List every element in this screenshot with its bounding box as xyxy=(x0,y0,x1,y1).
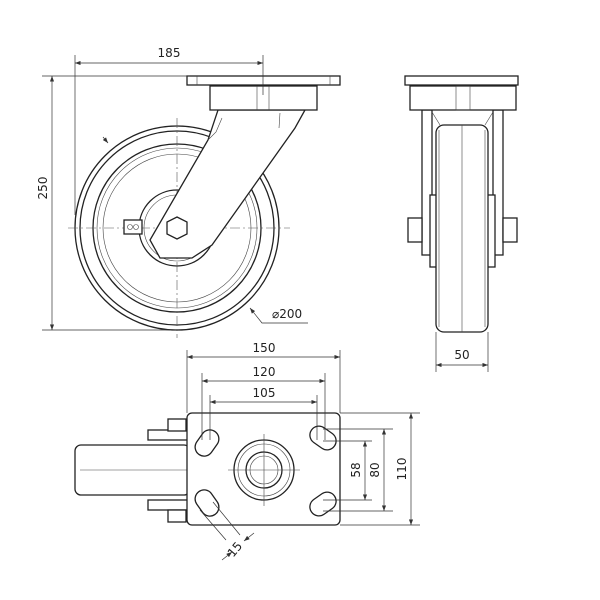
dim-105: 105 xyxy=(253,386,276,400)
dim-diameter-200: ⌀200 xyxy=(272,307,302,321)
axle-nut-right-icon xyxy=(502,217,518,243)
mounting-plate xyxy=(186,412,341,526)
dim-15: 15 xyxy=(225,539,246,560)
swivel-head xyxy=(209,85,318,111)
dim-110: 110 xyxy=(395,458,409,481)
dim-58: 58 xyxy=(349,462,363,477)
dim-250: 250 xyxy=(36,177,50,200)
swivel-fork xyxy=(149,109,307,259)
dim-150: 150 xyxy=(253,341,276,355)
dim-120: 120 xyxy=(253,365,276,379)
axle-nut-left-icon xyxy=(407,217,423,243)
dim-185: 185 xyxy=(158,46,181,60)
front-view: 185 250 ⌀200 xyxy=(36,46,341,338)
side-view: 50 xyxy=(404,75,519,372)
bolt-top-icon xyxy=(167,418,187,432)
dim-50: 50 xyxy=(454,348,469,362)
bolt-bottom-icon xyxy=(167,509,187,523)
axle-nut-icon xyxy=(166,216,188,240)
top-plate xyxy=(186,75,341,86)
dim-80: 80 xyxy=(368,462,382,477)
grease-nipple xyxy=(123,219,143,235)
mounting-slots xyxy=(194,425,337,517)
bottom-view: 150 120 105 58 80 110 15 xyxy=(74,341,420,561)
